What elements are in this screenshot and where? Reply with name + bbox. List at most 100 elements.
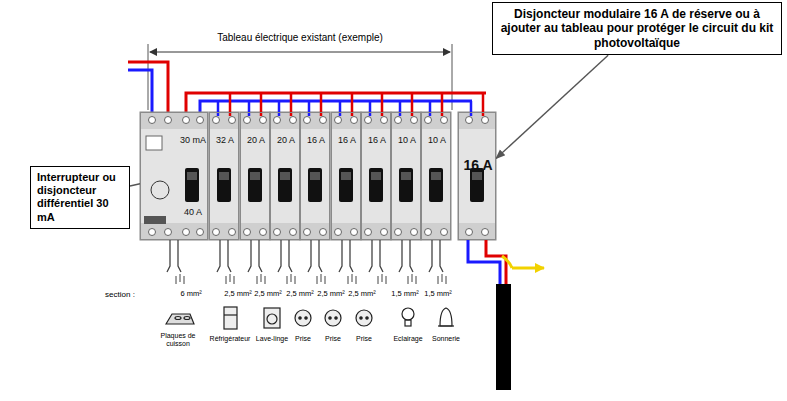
terminal-screw xyxy=(411,229,418,236)
terminal-strip xyxy=(300,112,330,129)
bus-drop xyxy=(399,101,402,116)
terminal-strip xyxy=(391,223,421,240)
terminal-screw xyxy=(482,117,489,124)
pv-wire xyxy=(486,240,506,290)
bus-drop xyxy=(248,101,251,116)
socket-icon xyxy=(356,310,372,326)
terminal-strip xyxy=(391,112,421,129)
breaker-rating: 10 A xyxy=(398,135,416,146)
breaker-rating: 20 A xyxy=(247,135,265,146)
cable-end xyxy=(257,274,265,284)
appliance-name: Prise xyxy=(356,335,372,343)
breaker-rating: 16 A xyxy=(338,135,356,146)
terminal-screw xyxy=(213,117,220,124)
handle-grip xyxy=(431,172,441,180)
callout-text: Disjoncteur modulaire 16 A de réserve ou… xyxy=(499,7,775,50)
bus-drop xyxy=(217,101,220,116)
breaker-body xyxy=(270,112,300,240)
bus-drop xyxy=(470,101,473,116)
appliance-name: Plaques de cuisson xyxy=(155,332,201,348)
breaker-body xyxy=(458,112,496,240)
handle-grip xyxy=(187,172,197,180)
breaker-rating: 32 A xyxy=(216,135,234,146)
terminal-screw xyxy=(320,117,327,124)
wire-section: 2,5 mm² xyxy=(348,290,376,299)
terminal-screw xyxy=(183,117,190,124)
hob-icon xyxy=(166,314,194,324)
bus-drop xyxy=(308,101,311,116)
terminal-screw xyxy=(290,117,297,124)
differential-toggle xyxy=(144,216,166,224)
cable-end xyxy=(408,274,416,284)
terminal-screw xyxy=(441,117,448,124)
terminal-strip xyxy=(331,112,361,129)
pv-cable xyxy=(496,284,511,390)
supply-wire xyxy=(128,70,152,114)
terminal-strip xyxy=(209,112,239,129)
terminal-screw xyxy=(149,117,156,124)
terminal-screw xyxy=(395,117,402,124)
cable-end xyxy=(226,274,234,284)
breaker-body xyxy=(240,112,270,240)
wire-section: 2,5 mm² xyxy=(286,290,314,299)
terminal-screw xyxy=(213,229,220,236)
terminal-screw xyxy=(395,229,402,236)
terminal-screw xyxy=(229,117,236,124)
callout-text: Interrupteur ou disjoncteur différentiel… xyxy=(37,171,123,224)
breaker-module: 20 A xyxy=(270,112,300,240)
handle-grip xyxy=(472,172,482,180)
socket-icon xyxy=(325,310,341,326)
breaker-handle xyxy=(185,168,199,202)
wire-section: 2,5 mm² xyxy=(224,290,252,299)
breaker-body xyxy=(140,112,208,240)
terminal-strip xyxy=(421,112,451,129)
breaker-module: 16 A xyxy=(300,112,330,240)
handle-grip xyxy=(371,172,381,180)
terminal-screw xyxy=(441,229,448,236)
terminal-strip xyxy=(361,223,391,240)
breaker-rating: 40 A xyxy=(184,207,202,218)
breaker-body xyxy=(361,112,391,240)
bus-drop xyxy=(339,101,342,116)
callout-box: Interrupteur ou disjoncteur différentiel… xyxy=(30,166,130,229)
bus-drop xyxy=(429,101,432,116)
circuit-wire xyxy=(167,240,181,272)
wire-section: 2,5 mm² xyxy=(317,290,345,299)
breaker-handle xyxy=(369,168,383,202)
earth-wire xyxy=(512,267,544,270)
terminal-screw xyxy=(197,117,204,124)
terminal-screw xyxy=(244,229,251,236)
terminal-screw xyxy=(274,229,281,236)
breaker-handle xyxy=(308,168,322,202)
socket-icon xyxy=(295,310,311,326)
terminal-screw xyxy=(381,229,388,236)
terminal-screw xyxy=(274,117,281,124)
breaker-module: 10 A xyxy=(391,112,421,240)
handle-grip xyxy=(219,172,229,180)
cable-end xyxy=(438,274,446,284)
earth-wire xyxy=(502,256,512,268)
circuit-wire xyxy=(429,240,443,272)
terminal-screw xyxy=(165,229,172,236)
terminal-screw xyxy=(260,229,267,236)
cable-end xyxy=(348,274,356,284)
breaker-handle xyxy=(248,168,262,202)
terminal-strip xyxy=(458,223,496,240)
terminal-screw xyxy=(335,117,342,124)
bus-drop xyxy=(278,101,281,116)
breaker-module: 30 mA40 A xyxy=(140,112,208,240)
terminal-screw xyxy=(229,229,236,236)
breaker-body xyxy=(391,112,421,240)
breaker-rating: 20 A xyxy=(277,135,295,146)
pv-wire xyxy=(468,240,500,290)
handle-grip xyxy=(280,172,290,180)
breaker-body xyxy=(209,112,239,240)
breaker-handle xyxy=(278,168,292,202)
panel-title: Tableau électrique existant (exemple) xyxy=(217,32,383,44)
handle-grip xyxy=(310,172,320,180)
terminal-screw xyxy=(466,229,473,236)
breaker-body xyxy=(300,112,330,240)
terminal-screw xyxy=(351,117,358,124)
terminal-strip xyxy=(240,112,270,129)
breaker-body xyxy=(331,112,361,240)
